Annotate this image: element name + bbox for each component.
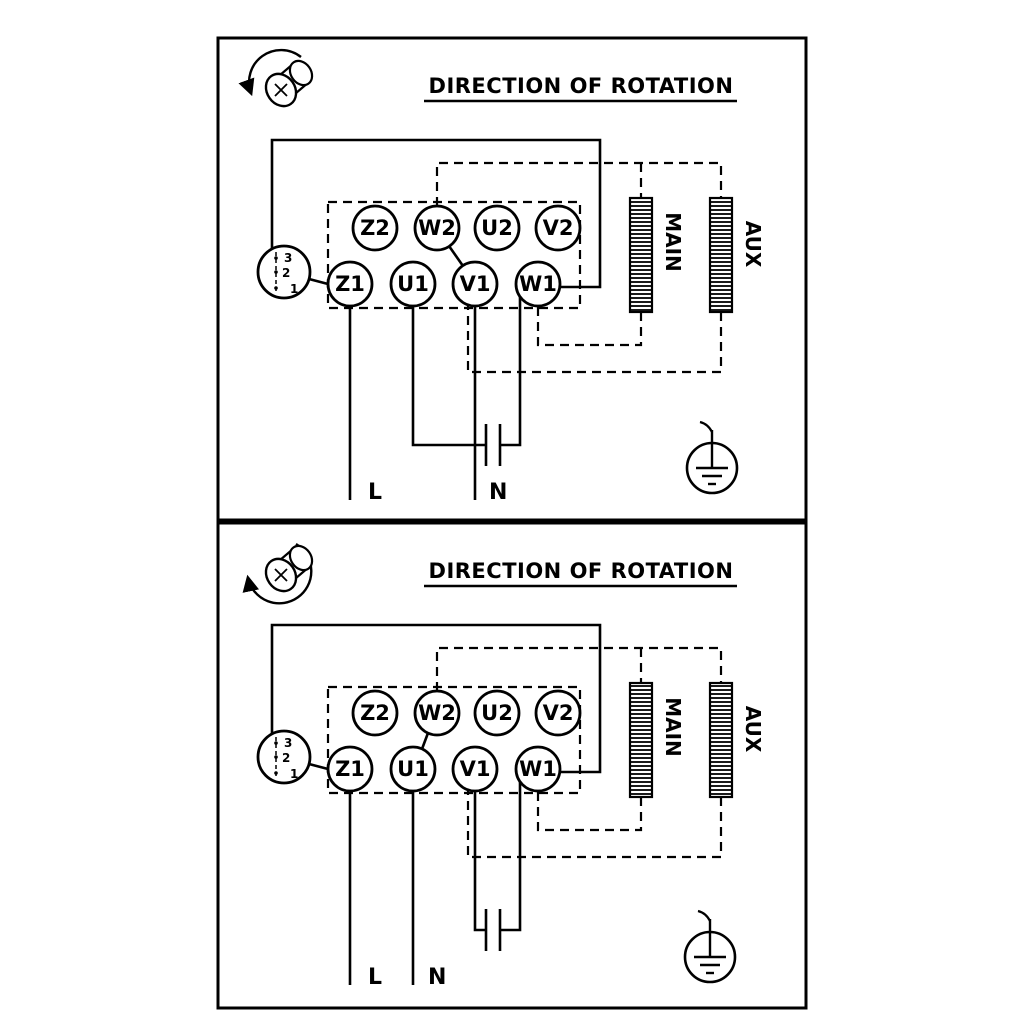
switch-contact (274, 270, 278, 274)
terminal-label: V1 (460, 272, 491, 296)
wire-capacitor-to-w1 (500, 297, 522, 447)
external-wiring (270, 623, 602, 985)
center-mark-icon (274, 568, 288, 582)
switch-position-1: 1 (290, 282, 298, 296)
terminal-label: U1 (397, 272, 429, 296)
wire-switch-to-z1 (308, 277, 329, 286)
aux-winding-label: AUX (741, 706, 765, 753)
line-label: L (368, 480, 382, 505)
terminal-label: U2 (481, 701, 513, 725)
terminals: Z2 W2 U2 V2 Z1 U1 (326, 204, 582, 308)
switch-position-1: 1 (290, 767, 298, 781)
terminal-w2: W2 (413, 204, 461, 252)
terminal-v2: V2 (534, 689, 582, 737)
terminal-u1: U1 (389, 745, 437, 793)
terminal-label: V2 (543, 216, 574, 240)
panel-border (216, 36, 808, 522)
terminal-label: Z1 (335, 757, 365, 781)
panel-bottom: DIRECTION OF ROTATION (216, 521, 808, 1010)
switch-contact (274, 286, 278, 290)
terminal-label: Z1 (335, 272, 365, 296)
selector-switch: 3 2 1 (256, 729, 312, 785)
aux-winding: AUX (708, 196, 765, 314)
switch-position-2: 2 (282, 266, 290, 280)
main-winding: MAIN (628, 681, 685, 799)
terminal-label: V1 (460, 757, 491, 781)
terminal-w1: W1 (514, 745, 562, 793)
panel-title: DIRECTION OF ROTATION (429, 74, 734, 98)
ground-icon (685, 420, 739, 495)
terminal-w1: W1 (514, 260, 562, 308)
switch-contact (274, 741, 278, 745)
wire-switch-to-w1 (270, 623, 602, 774)
wire-switch-to-z1 (308, 762, 329, 771)
terminal-u2: U2 (473, 689, 521, 737)
wire-w2-to-windings (435, 646, 723, 691)
wire-w2-to-windings (435, 161, 723, 206)
line-label: L (368, 965, 382, 990)
internal-wiring-dashed (326, 646, 723, 859)
link-w2-v1 (447, 245, 465, 267)
switch-contact (274, 771, 278, 775)
terminal-label: U1 (397, 757, 429, 781)
capacitor (484, 909, 502, 951)
switch-position-2: 2 (282, 751, 290, 765)
terminal-label: U2 (481, 216, 513, 240)
terminal-label: W2 (418, 216, 456, 240)
switch-contact (274, 755, 278, 759)
terminal-w2: W2 (413, 689, 461, 737)
center-mark-icon (274, 83, 288, 97)
wire-v1-to-capacitor (473, 791, 486, 932)
switch-position-3: 3 (284, 736, 292, 750)
wire-capacitor-to-w1 (500, 782, 522, 932)
shaft-end (288, 59, 314, 87)
link-w2-u1 (420, 732, 430, 750)
wire-main-to-w1 (536, 791, 643, 832)
terminal-v2: V2 (534, 204, 582, 252)
rotation-icon (238, 48, 314, 108)
terminal-z1: Z1 (326, 260, 374, 308)
selector-switch: 3 2 1 (256, 244, 312, 300)
terminal-u2: U2 (473, 204, 521, 252)
switch-position-3: 3 (284, 251, 292, 265)
panel-top: DIRECTION OF ROTATION (216, 36, 808, 522)
neutral-label: N (489, 480, 507, 505)
terminal-box (326, 200, 582, 310)
terminal-z1: Z1 (326, 745, 374, 793)
terminals: Z2 W2 U2 V2 Z1 U1 (326, 689, 582, 793)
neutral-label: N (428, 965, 446, 990)
capacitor (484, 424, 502, 466)
terminal-label: V2 (543, 701, 574, 725)
main-winding-label: MAIN (661, 697, 685, 757)
terminal-v1: V1 (451, 260, 499, 308)
internal-wiring-dashed (326, 161, 723, 374)
terminal-label: Z2 (360, 216, 390, 240)
terminal-box (326, 685, 582, 795)
terminal-label: Z2 (360, 701, 390, 725)
terminal-z2: Z2 (351, 689, 399, 737)
rotation-icon (242, 542, 314, 605)
terminal-label: W1 (519, 757, 557, 781)
ground-icon (683, 909, 737, 984)
terminal-label: W2 (418, 701, 456, 725)
aux-winding: AUX (708, 681, 765, 799)
wire-aux-to-v1 (466, 790, 723, 859)
wire-switch-to-w1 (270, 138, 602, 289)
rotation-arrow-icon (238, 48, 302, 97)
wire-aux-to-v1 (466, 305, 723, 374)
main-winding: MAIN (628, 196, 685, 314)
main-winding-label: MAIN (661, 212, 685, 272)
panel-title: DIRECTION OF ROTATION (429, 559, 734, 583)
wire-u1-to-capacitor (411, 306, 486, 447)
terminal-v1: V1 (451, 745, 499, 793)
aux-winding-label: AUX (741, 221, 765, 268)
shaft-end (288, 544, 314, 572)
external-wiring (270, 138, 602, 500)
switch-contact (274, 256, 278, 260)
terminal-z2: Z2 (351, 204, 399, 252)
terminal-u1: U1 (389, 260, 437, 308)
terminal-label: W1 (519, 272, 557, 296)
wire-main-to-w1 (536, 306, 643, 347)
